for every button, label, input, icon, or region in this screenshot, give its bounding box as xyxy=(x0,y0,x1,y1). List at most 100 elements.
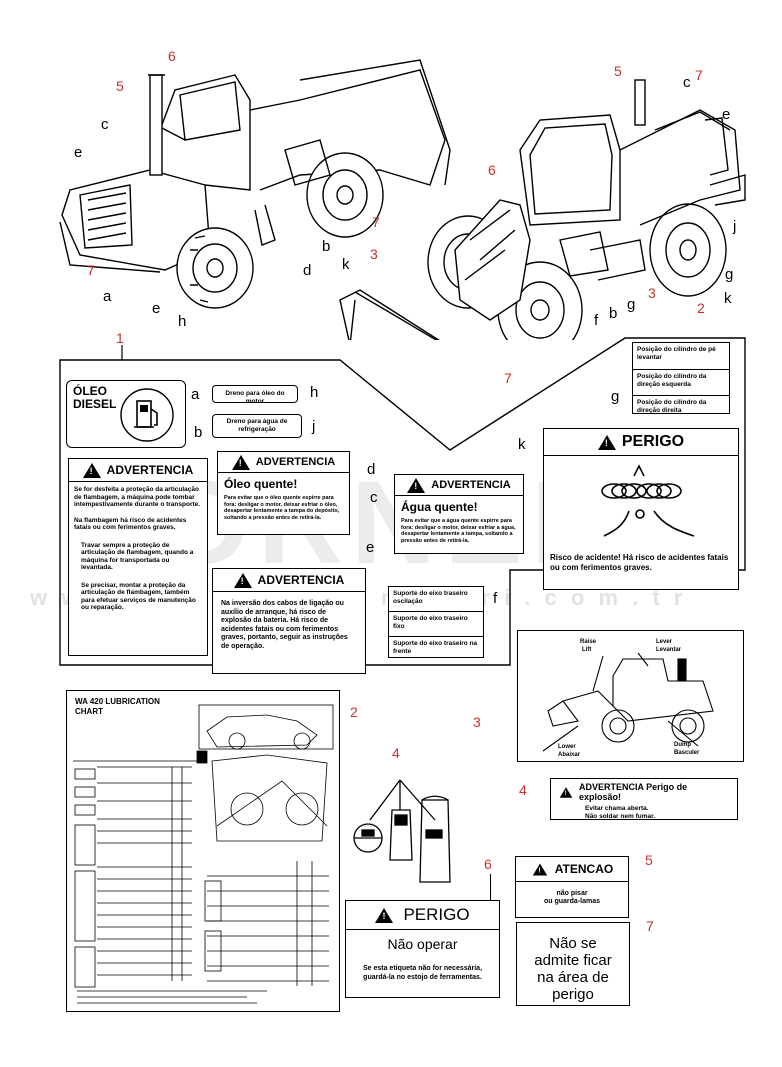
callout-7: 7 xyxy=(646,918,654,934)
decal-f-row2: Suporte do eixo traseiro fixo xyxy=(389,612,483,637)
decal-cylinder-positions: Posição do cilindro de pé levantar Posiç… xyxy=(632,342,730,414)
warning-e-header: ADVERTENCIA xyxy=(257,573,345,587)
callout-a-left: a xyxy=(103,288,112,305)
callout-k-right: k xyxy=(724,290,732,307)
callout-6-left: 6 xyxy=(168,48,176,64)
callout-a: a xyxy=(191,386,200,403)
lube-title: WA 420 LUBRICATION CHART xyxy=(75,697,160,716)
warning-left-b1: Travar sempre a proteção de articulação … xyxy=(81,541,194,572)
decal-warning-battery: ADVERTENCIA Na inversão dos cabos de lig… xyxy=(212,568,366,674)
warning-triangle-icon xyxy=(82,462,101,478)
notice7-text: Não se admite ficar na área de perigo xyxy=(534,935,612,1003)
label-raise: Raise xyxy=(580,639,597,645)
callout-h: h xyxy=(310,384,319,401)
callout-2-right: 2 xyxy=(697,300,705,316)
decal-j-text: Dreno para água de refrigeração xyxy=(226,418,288,433)
callout-k-left: k xyxy=(342,256,350,273)
callout-7-left: 7 xyxy=(87,262,95,278)
warning-e-body: Na inversão dos cabos de ligação ou auxí… xyxy=(221,600,348,650)
callout-e: e xyxy=(366,539,375,556)
lube-chart-graphic xyxy=(73,704,334,1004)
decal-atencao: ATENCAO não pisar ou guarda-lamas xyxy=(515,856,629,918)
decal-f-row3: Suporte do eixo traseiro na frente xyxy=(393,640,478,655)
warning-c-body: Para evitar que a água quente espirre pa… xyxy=(401,518,516,544)
callout-6: 6 xyxy=(484,856,492,872)
decal-f-row1: Suporte do eixo traseiro oscilação xyxy=(389,587,483,612)
perigo6-body: Se esta etiqueta não for necessária, gua… xyxy=(362,965,483,981)
warning-triangle-icon xyxy=(559,786,573,798)
callout-2: 2 xyxy=(350,704,358,720)
callout-d-left: d xyxy=(303,262,312,279)
warning-triangle-icon xyxy=(375,907,394,923)
decal-coolant-drain: Dreno para água de refrigeração xyxy=(212,414,302,438)
callout-b-left: b xyxy=(322,238,331,255)
callout-g-right: g xyxy=(725,266,734,283)
warning-triangle-icon xyxy=(532,863,547,875)
label-lift: Lift xyxy=(582,647,592,653)
callout-f-right: f xyxy=(594,312,599,329)
warning-d-body: Para evitar que o óleo quente espirre pa… xyxy=(224,495,340,521)
callout-c-left: c xyxy=(101,116,109,133)
control-direction-diagram: Raise Lift Lever Levantar Lower Abaixar … xyxy=(517,630,744,762)
callout-b: b xyxy=(194,424,203,441)
warning-left-header: ADVERTENCIA xyxy=(106,463,194,477)
callout-d: d xyxy=(367,461,376,478)
atencao-l1: não pisar xyxy=(556,890,588,897)
callout-4a: 4 xyxy=(392,745,400,761)
warning-c-title: Água quente! xyxy=(401,500,478,514)
callout-f: f xyxy=(493,590,498,607)
callout-h-left: h xyxy=(178,313,187,330)
perigo6-sub: Não operar xyxy=(387,936,458,952)
warning-left-b2: Se precisar, montar a proteção da articu… xyxy=(81,581,196,612)
callout-e-left: e xyxy=(74,144,83,161)
callout-b-right: b xyxy=(609,305,618,322)
callout-7b-left: 7 xyxy=(372,214,380,230)
decal-warning-hot-oil: ADVERTENCIA Óleo quente! Para evitar que… xyxy=(217,451,350,535)
callout-4b: 4 xyxy=(519,782,527,798)
leader-line-6 xyxy=(490,874,491,900)
fuel-pump-icon xyxy=(120,388,174,442)
callout-c-right: c xyxy=(683,74,691,91)
reflector-decals-graphic xyxy=(353,779,451,883)
decal-no-standing-notice: Não se admite ficar na área de perigo xyxy=(516,922,630,1006)
warning-c-header: ADVERTENCIA xyxy=(431,479,511,491)
decal-perigo-spring: PERIGO Risco de acidente! Há risco de ac… xyxy=(543,428,739,590)
callout-j: j xyxy=(312,418,316,435)
decal-oleo-line1: ÓLEO xyxy=(73,384,108,398)
decal-warning-hot-water: ADVERTENCIA Água quente! Para evitar que… xyxy=(394,474,524,554)
label-lower: Lower xyxy=(558,744,576,750)
warning-triangle-icon xyxy=(597,434,616,450)
decal-explosion-warning: ADVERTENCIA Perigo de explosão! Evitar c… xyxy=(550,778,738,820)
warning-triangle-icon xyxy=(233,572,252,588)
callout-5-left: 5 xyxy=(116,78,124,94)
loader-control-graphic xyxy=(542,652,714,752)
callout-g: g xyxy=(611,388,620,405)
callout-3-left: 3 xyxy=(370,246,378,262)
explosion-header: ADVERTENCIA Perigo de explosão! xyxy=(579,782,688,802)
lubrication-chart: WA 420 LUBRICATION CHART xyxy=(66,690,340,1012)
label-dump-pt: Basculer xyxy=(674,750,700,756)
decal-rear-axle-support: Suporte do eixo traseiro oscilação Supor… xyxy=(388,586,484,658)
callout-5-right: 5 xyxy=(614,63,622,79)
decal-perigo-nao-operar: PERIGO Não operar Se esta etiqueta não f… xyxy=(345,900,500,998)
callout-5: 5 xyxy=(645,852,653,868)
decal-g-row3: Posição do cilindro da direção direita xyxy=(637,399,707,414)
decal-oleo-diesel: ÓLEO DIESEL xyxy=(66,380,186,448)
explosion-l1: Evitar chama aberta. xyxy=(585,805,649,812)
warning-triangle-icon xyxy=(407,477,426,493)
decal-h-text: Dreno para óleo do motor xyxy=(225,390,285,405)
decal-g-row2: Posição do cilindro da direção esquerda xyxy=(633,370,729,396)
callout-7-right-b: 7 xyxy=(504,370,512,386)
label-lower-pt: Abaixar xyxy=(558,752,581,758)
label-lever: Lever xyxy=(656,639,673,645)
warning-left-p2: Na flambagem há risco de acidentes fatai… xyxy=(74,516,187,532)
warning-d-title: Óleo quente! xyxy=(224,477,298,491)
decal-engine-oil-drain: Dreno para óleo do motor xyxy=(212,385,298,405)
atencao-header: ATENCAO xyxy=(554,862,614,876)
spring-hazard-icon xyxy=(601,464,695,537)
machines-illustration xyxy=(59,59,746,340)
callout-c: c xyxy=(370,489,378,506)
atencao-l2: ou guarda-lamas xyxy=(543,897,600,905)
callout-g2-right: g xyxy=(627,296,636,313)
callout-1: 1 xyxy=(116,330,124,346)
